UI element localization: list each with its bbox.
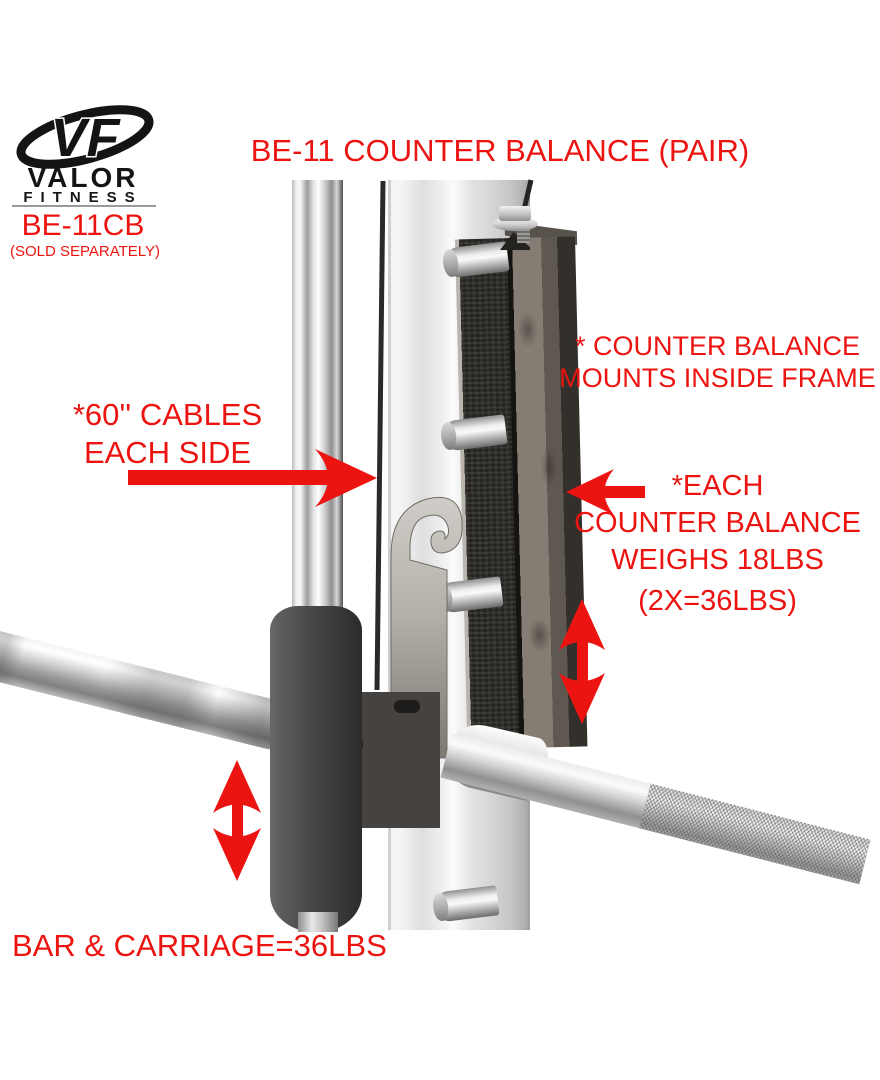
weight-annotation-line4: (2X=36LBS) [638, 585, 797, 617]
left-bar-handle [0, 629, 286, 751]
weight-annotation: *EACH COUNTER BALANCE WEIGHS 18LBS (2X=3… [555, 468, 880, 620]
brand-name: VALOR [27, 162, 139, 193]
carriage-foam-roller [270, 606, 362, 932]
weight-annotation-line3: WEIGHS 18LBS [611, 544, 824, 576]
logo-monogram: VF [50, 108, 121, 168]
cables-annotation: *60'' CABLES EACH SIDE [45, 396, 290, 472]
pulley-bolt-head [499, 206, 531, 221]
pulley-bolt-stem [517, 229, 530, 243]
cables-annotation-line2: EACH SIDE [83, 435, 252, 470]
brand-subtitle: FITNESS [23, 189, 143, 206]
weight-annotation-line1: *EACH [671, 470, 764, 502]
cables-annotation-line1: *60'' CABLES [72, 397, 263, 432]
bar-carriage-annotation: BAR & CARRIAGE=36LBS [12, 928, 387, 963]
mounts-annotation: * COUNTER BALANCE MOUNTS INSIDE FRAME [555, 330, 880, 394]
counter-balance-cable [374, 180, 386, 691]
guide-rod-lower-end [298, 912, 338, 932]
bar-knurled-section [639, 783, 871, 885]
bracket-slot [394, 700, 420, 713]
model-number: BE-11CB [21, 209, 145, 242]
logo-divider [12, 205, 156, 207]
carriage-updown-arrow-icon [213, 760, 261, 881]
page-title: BE-11 COUNTER BALANCE (PAIR) [250, 133, 750, 168]
vf-swoosh-icon: VF [16, 105, 154, 170]
sold-separately-note: (SOLD SEPARATELY) [9, 243, 161, 260]
mounts-annotation-line1: * COUNTER BALANCE [574, 331, 861, 361]
weight-annotation-line2: COUNTER BALANCE [574, 507, 861, 539]
mounts-annotation-line2: MOUNTS INSIDE FRAME [559, 363, 876, 393]
